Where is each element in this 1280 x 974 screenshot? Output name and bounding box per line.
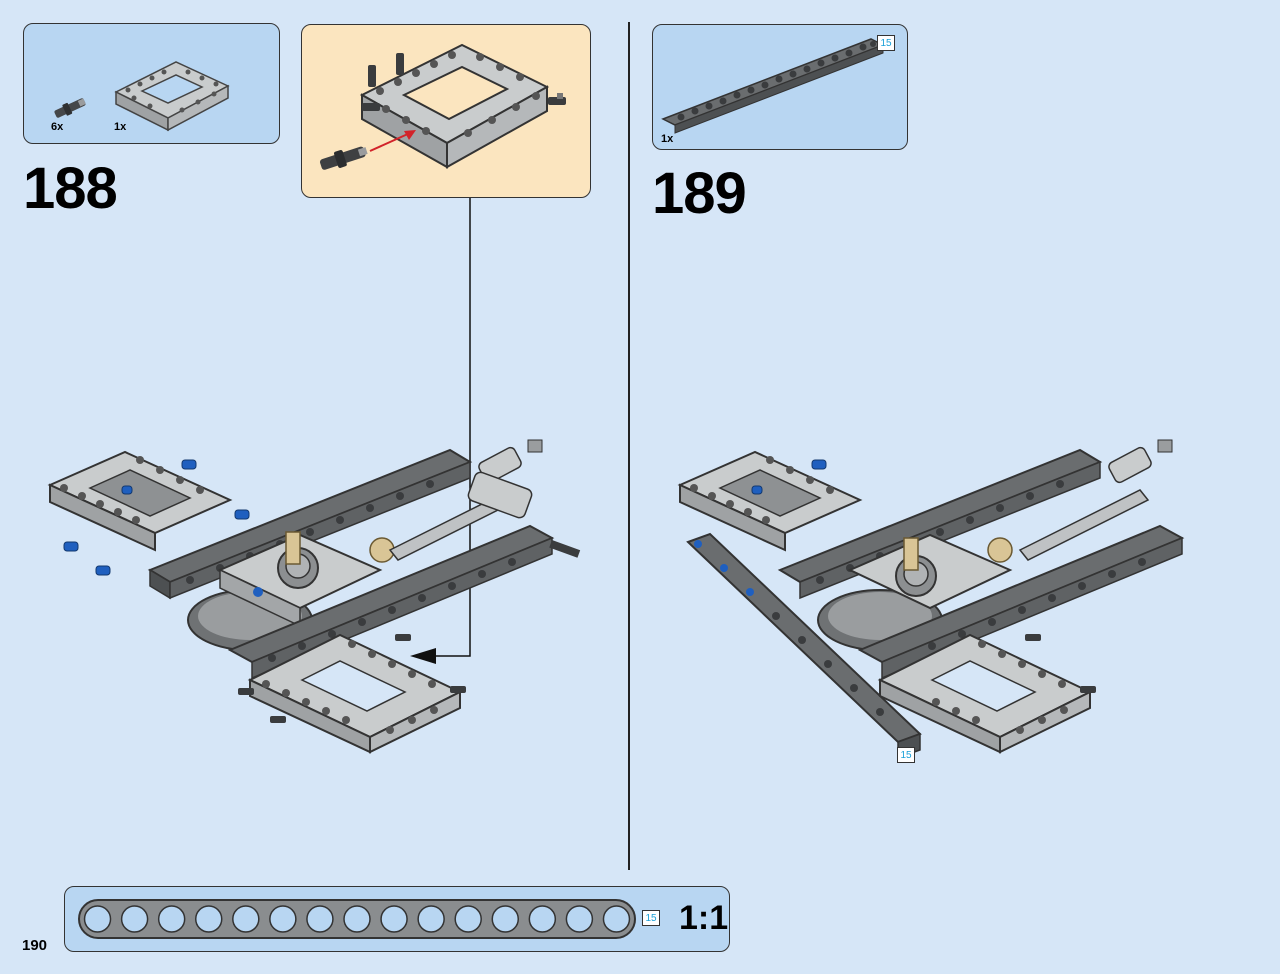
ruler-beam-15 [78,899,636,939]
model-illustration-188 [47,439,581,754]
ruler-length-tag: 15 [642,910,660,926]
ruler-hole [380,905,408,933]
ruler-hole [528,905,557,933]
ruler-hole [565,905,594,933]
axle-pin-icon [54,98,86,118]
ruler-hole [454,905,482,933]
ruler-hole [157,905,186,933]
ruler-hole [232,905,260,933]
length-tag-parts: 15 [877,35,895,51]
ruler-hole [491,905,520,933]
length-tag-model-189: 15 [897,747,915,763]
scale-label: 1:1 [679,899,729,937]
ruler-hole [269,905,297,933]
page-number: 190 [22,937,48,954]
step-number-189: 189 [652,161,747,226]
ruler-hole [83,905,112,933]
subassembly-frame-illustration [320,43,566,170]
parts-callout-188: 6x 1x [23,23,280,144]
step-divider [628,22,630,870]
scale-ruler: 15 1:1 [64,886,730,952]
parts-callout-189: 15 1x [652,24,908,150]
frame-icon [114,61,230,132]
part-qty-beam: 1x [661,133,674,145]
ruler-hole [343,905,371,933]
step-number-188: 188 [23,156,118,221]
ruler-hole [417,905,445,933]
part-qty-frame: 1x [114,121,127,133]
part-qty-axle-pin: 6x [51,121,64,133]
ruler-hole [194,905,223,933]
beam-15-icon [661,38,885,134]
ruler-hole [602,905,631,933]
subassembly-callout [301,24,591,198]
model-illustration-189 [677,439,1185,760]
ruler-hole [120,905,149,933]
ruler-hole [306,905,334,933]
